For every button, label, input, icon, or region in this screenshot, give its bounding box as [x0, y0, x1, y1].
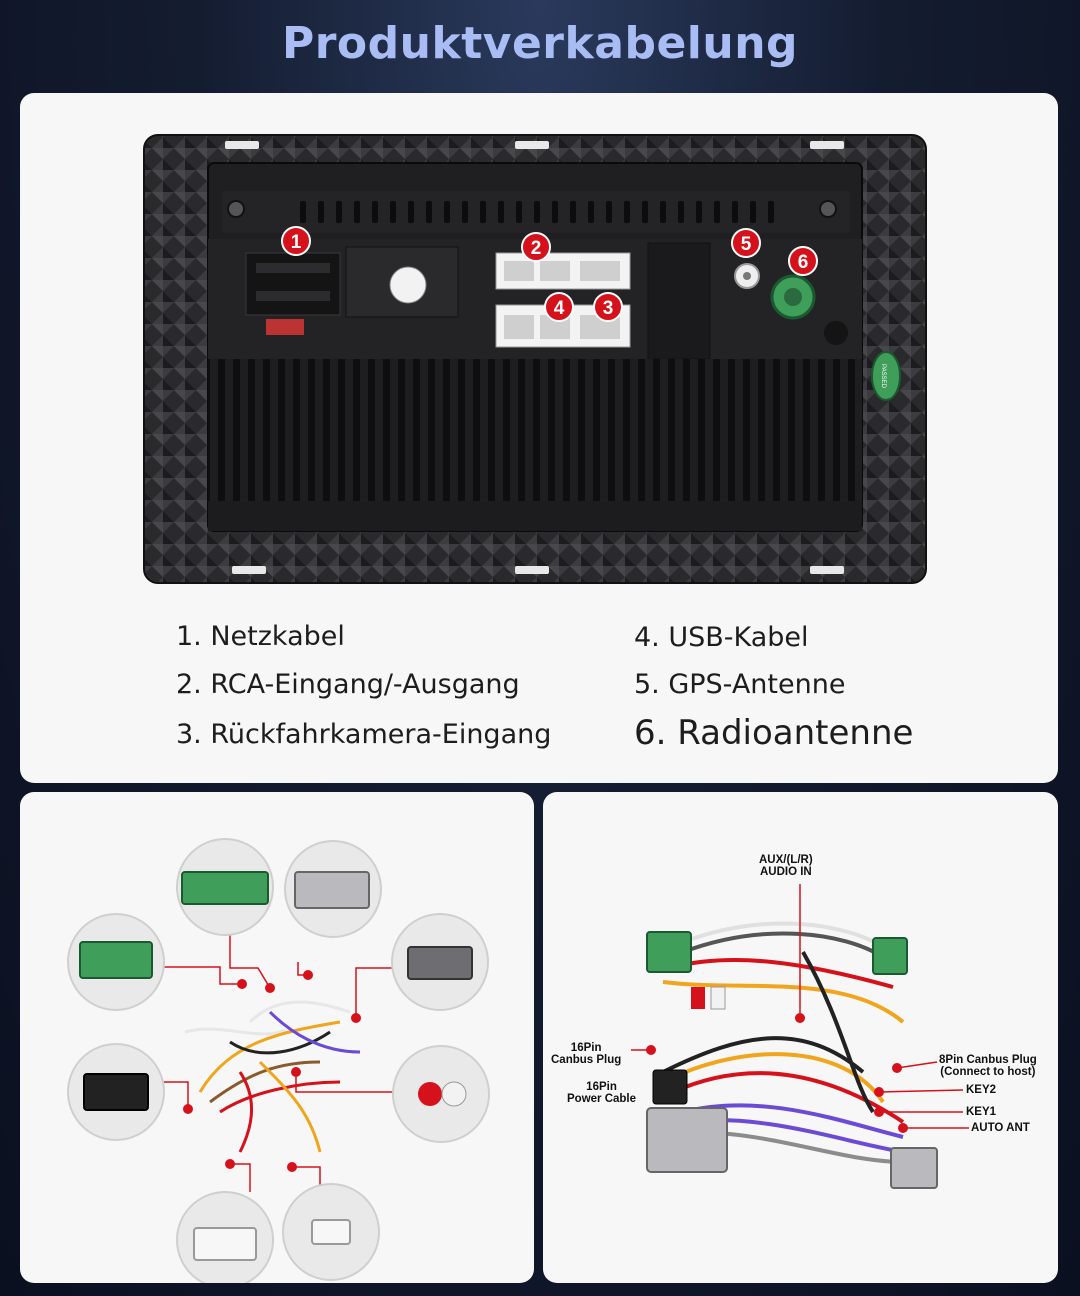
- svg-text:5: 5: [741, 234, 752, 255]
- label-16pin-canbus: 16Pin Canbus Plug: [551, 1042, 622, 1066]
- page-title: Produktverkabelung: [281, 18, 799, 69]
- svg-text:1: 1: [291, 232, 302, 253]
- legend-item-gps: 5. GPS-Antenne: [634, 669, 846, 700]
- label-auto-ant: AUTO ANT: [971, 1122, 1030, 1134]
- label-aux-audio-in: AUX/(L/R) AUDIO IN: [759, 854, 813, 878]
- legend-item-power: 1. Netzkabel: [176, 621, 345, 652]
- marker-6: 6: [788, 246, 818, 276]
- svg-text:4: 4: [554, 298, 565, 319]
- legend-item-rca: 2. RCA-Eingang/-Ausgang: [176, 669, 520, 700]
- svg-text:3: 3: [603, 298, 614, 319]
- harness-card: AUX/(L/R) AUDIO IN 16Pin Canbus Plug 16P…: [543, 792, 1058, 1283]
- label-16pin-power: 16Pin Power Cable: [567, 1081, 637, 1105]
- marker-3: 3: [593, 292, 623, 322]
- svg-text:2: 2: [531, 238, 542, 259]
- connector-overview-illustration: [67, 838, 490, 1283]
- marker-5: 5: [731, 228, 761, 258]
- harness-illustration: [631, 884, 969, 1189]
- legend-item-rear-camera: 3. Rückfahrkamera-Eingang: [176, 719, 552, 750]
- label-8pin-canbus: 8Pin Canbus Plug (Connect to host): [939, 1054, 1037, 1078]
- side-badge-label: PASSED: [880, 364, 886, 389]
- back-panel-card: PASSED 1 2 3 4 5 6 1. Netzkabel 2. RCA-E…: [20, 93, 1058, 783]
- legend-item-radio: 6. Radioantenne: [634, 713, 914, 753]
- head-unit-back-illustration: PASSED 1 2 3 4 5 6: [143, 134, 927, 584]
- label-key1: KEY1: [966, 1106, 997, 1118]
- marker-2: 2: [521, 232, 551, 262]
- legend-item-usb: 4. USB-Kabel: [634, 622, 809, 653]
- marker-4: 4: [544, 292, 574, 322]
- connector-overview-card: [20, 792, 534, 1283]
- marker-1: 1: [281, 226, 311, 256]
- svg-text:6: 6: [798, 252, 809, 273]
- label-key2: KEY2: [966, 1084, 997, 1096]
